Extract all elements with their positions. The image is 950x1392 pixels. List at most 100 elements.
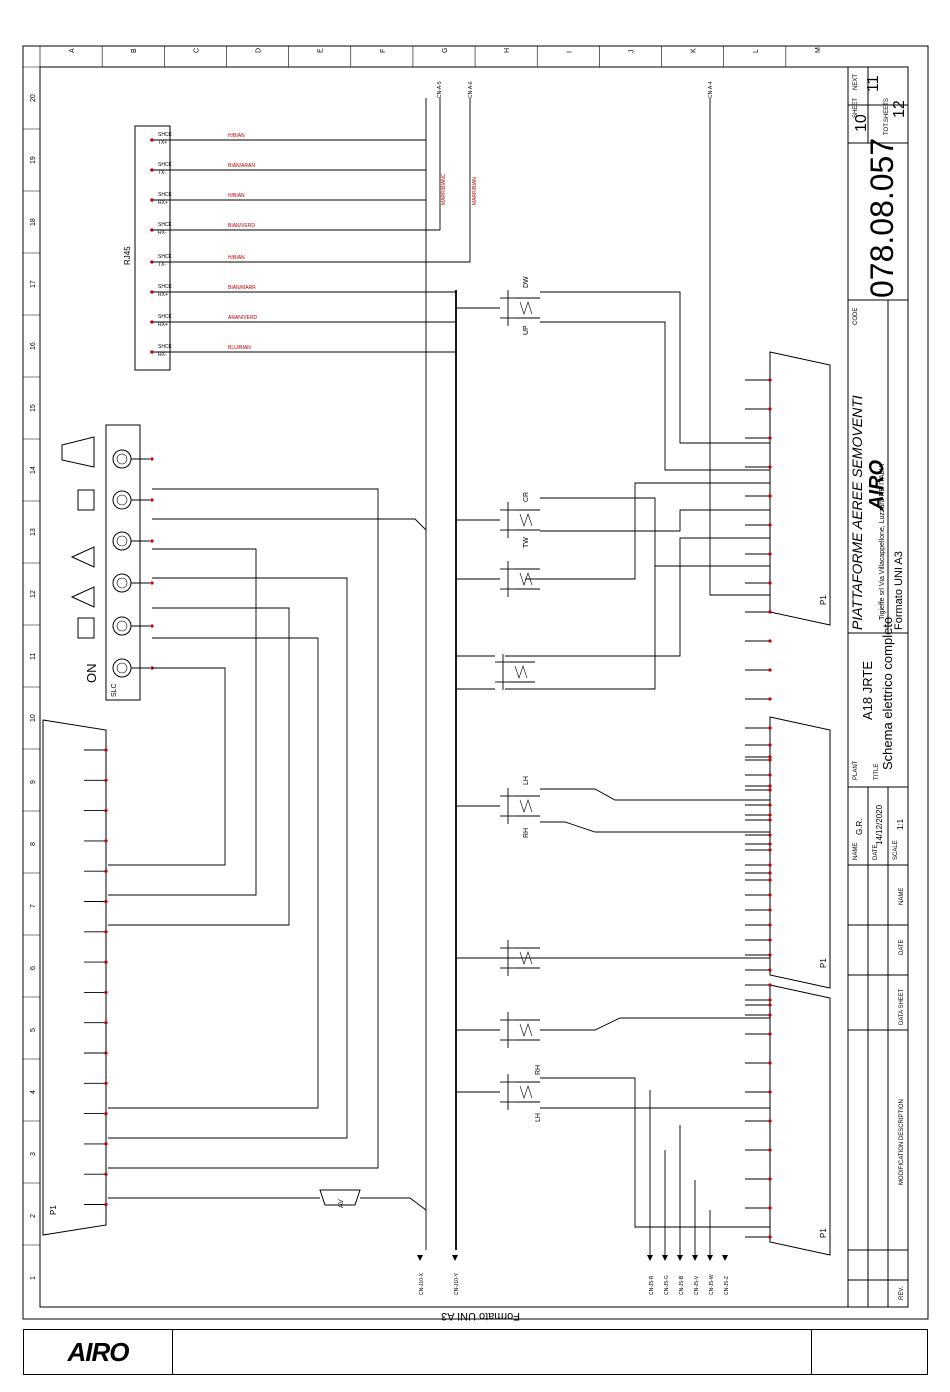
sheet-number: 10 <box>853 114 870 132</box>
row-number-14: 14 <box>30 466 37 474</box>
column-letter-B: B <box>131 48 138 53</box>
rj45-pin-2: TX- <box>158 170 166 176</box>
date2-label: DATE <box>899 939 905 955</box>
footer-middle-cell <box>172 1330 812 1374</box>
column-letter-C: C <box>193 48 200 53</box>
bottom-format-label: Formato UNI A3 <box>441 1310 520 1322</box>
slc-lamps <box>61 436 154 678</box>
drawing-code: 078.08.057 <box>864 138 900 298</box>
p1-left-connector: P1 <box>42 719 107 1236</box>
rj45-shield-8: SHCK <box>158 344 173 350</box>
column-letter-A: A <box>69 48 76 53</box>
p1-left-pins <box>84 748 108 1207</box>
row-number-11: 11 <box>30 653 37 660</box>
rj45-shield-3: SHCK <box>158 192 173 198</box>
rj45-shield-2: SHCK <box>158 162 173 168</box>
row-number-2: 2 <box>30 1214 37 1218</box>
row-number-1: 1 <box>30 1276 37 1280</box>
rh-label-1: RH <box>523 828 530 838</box>
tot-sheets-number: 12 <box>891 100 908 118</box>
title-label: TITLE <box>874 764 880 780</box>
column-letter-L: L <box>753 49 760 53</box>
rj45-wire-color-4: BIAN/VERD <box>228 223 255 229</box>
red-vertical-label-2: MARR/BIAN <box>472 177 478 205</box>
row-number-6: 6 <box>30 966 37 970</box>
rj45-label: RJ45 <box>123 246 132 265</box>
footer-right-cell <box>812 1330 927 1374</box>
overload-icon <box>77 489 95 511</box>
rj45-pin-4: RX- <box>158 230 167 236</box>
row-number-3: 3 <box>30 1152 37 1156</box>
warning-triangle-icon <box>70 546 95 568</box>
bottom-ref-8: CN-J5-Z <box>724 1276 730 1295</box>
column-letter-D: D <box>256 48 263 53</box>
outer-frame <box>22 45 929 1320</box>
next-label: NEXT <box>853 74 859 90</box>
company-name: PIATTAFORME AEREE SEMOVENTI <box>849 395 865 630</box>
tot-sheets-label: TOT.SHEETS <box>884 98 890 135</box>
switch-4 <box>495 654 535 690</box>
rj45-shield-5: SHCK <box>158 254 173 260</box>
modification-label: MODIFICATION DESCRIPTION <box>899 1099 905 1185</box>
row-number-7: 7 <box>30 904 37 908</box>
rj45-shield-7: SHCK <box>158 314 173 320</box>
rj45-connector: RJ45 <box>123 125 171 371</box>
scale-label: SCALE <box>893 840 899 860</box>
av-label: AV <box>338 1199 345 1208</box>
row-number-10: 10 <box>30 714 37 722</box>
switch-8 <box>500 1074 540 1110</box>
row-number-20: 20 <box>30 94 37 102</box>
lh-label-2: LH <box>535 1113 542 1122</box>
plant-value: A18 JRTE <box>860 661 875 720</box>
vertical-bus: MARR/BIANC MARR/BIAN CN-A-5 CN-A-6 CN-A-… <box>425 81 714 1250</box>
column-letter-G: G <box>442 48 449 53</box>
rj45-wire-color-6: BIAN/MARR <box>228 285 256 291</box>
red-vertical-label-1: MARR/BIANC <box>441 173 447 205</box>
rev-label: REV. <box>899 1286 905 1300</box>
rj45-shield-1: SHCK <box>158 132 173 138</box>
switches <box>495 290 540 1110</box>
date-label: DATE <box>873 844 879 860</box>
signal-wire-14 <box>709 385 770 596</box>
tilt-warning-icon <box>70 586 95 608</box>
title-block: SHEET 10 NEXT 11 TOT.SHEETS 12 CODE 078.… <box>847 67 909 1307</box>
plant-label: PLANT <box>853 760 859 780</box>
rj45-pin-6: RX+ <box>158 292 168 298</box>
row-number-16: 16 <box>30 342 37 350</box>
rj45-pin-3: RX+ <box>158 200 168 206</box>
next-number: 11 <box>865 75 882 92</box>
signal-wire-12 <box>540 1077 770 1228</box>
tw-label: TW <box>523 537 530 548</box>
top-ref-1: CN-A-5 <box>437 81 443 98</box>
column-letter-M: M <box>815 47 822 53</box>
p1-right-label-3: P1 <box>819 1228 828 1238</box>
column-letter-I: I <box>566 51 573 53</box>
switch-5 <box>500 788 540 824</box>
on-label: ON <box>84 664 99 684</box>
rj45-wires: SHCKTX+H/BIANSHCKTX-BIAN/ARANSHCKRX+H/BI… <box>150 132 470 358</box>
bottom-ref-7: CN-J5-W <box>709 1274 715 1295</box>
signal-wire-2 <box>540 321 770 471</box>
bottom-ref-6: CN-J5-V <box>694 1275 700 1295</box>
dw-label: DW <box>523 276 530 288</box>
rj45-pin-7: RX+ <box>158 322 168 328</box>
signal-wire-8 <box>540 788 770 801</box>
switch-7 <box>500 1012 540 1048</box>
platform-icon <box>61 436 95 468</box>
row-number-5: 5 <box>30 1028 37 1032</box>
signal-wire-3 <box>540 497 770 567</box>
row-number-8: 8 <box>30 842 37 846</box>
p1-left-label: P1 <box>49 1205 58 1215</box>
cross-wires <box>108 291 770 1255</box>
up-label: UP <box>523 325 530 335</box>
column-letter-J: J <box>628 50 635 54</box>
rj45-shield-4: SHCK <box>158 222 173 228</box>
top-ref-2: CN-A-6 <box>468 81 474 98</box>
rj45-wire-color-1: H/BIAN <box>228 133 245 139</box>
rj45-wire-color-8: BLU/BIAN <box>228 345 251 351</box>
